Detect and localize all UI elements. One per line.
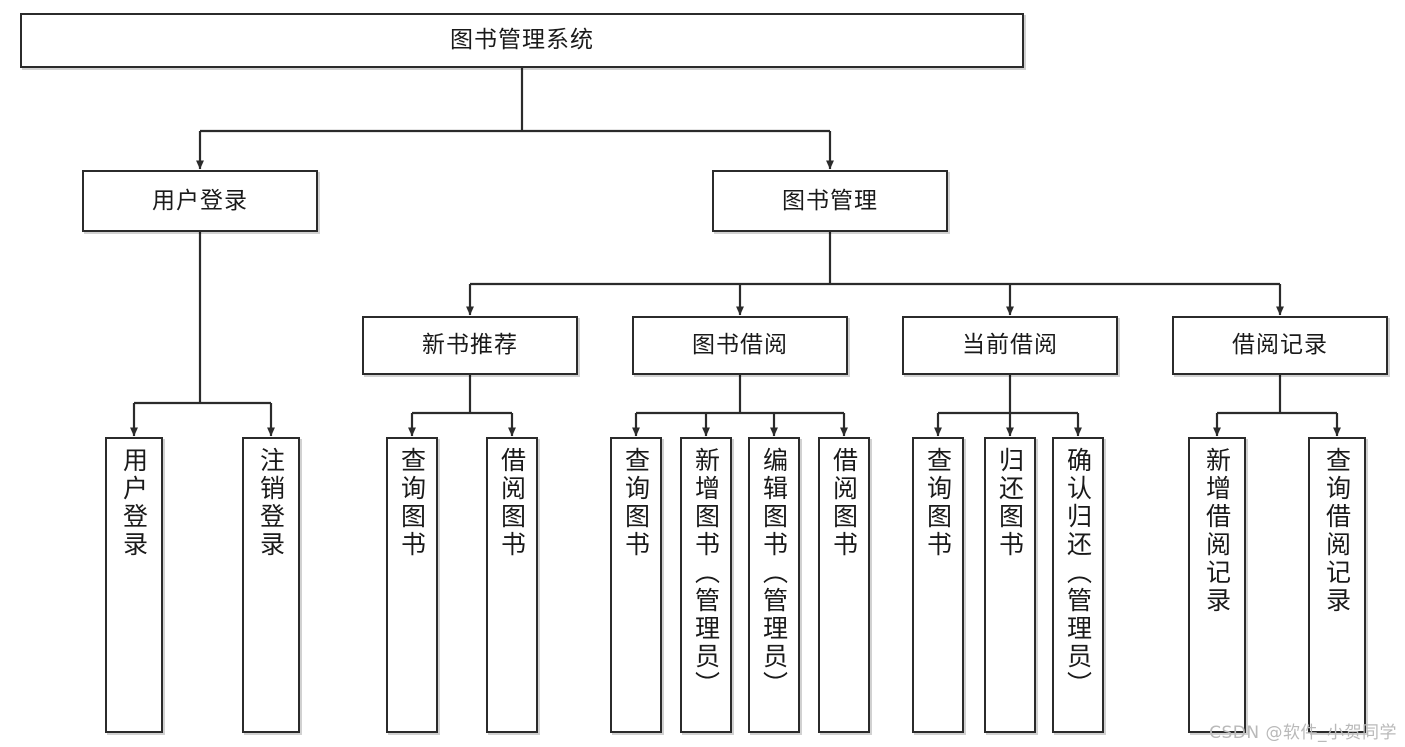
node-leaf-bb-edit[interactable]: 编辑图书（管理员） bbox=[748, 437, 800, 733]
node-label: 查询图书 bbox=[621, 447, 651, 559]
node-leaf-bb-query[interactable]: 查询图书 bbox=[610, 437, 662, 733]
node-leaf-user-login[interactable]: 用户登录 bbox=[105, 437, 163, 733]
node-label: 归还图书 bbox=[995, 447, 1025, 559]
node-borrow-record[interactable]: 借阅记录 bbox=[1172, 316, 1388, 375]
node-label: 图书管理 bbox=[782, 187, 878, 214]
node-label: 用户登录 bbox=[119, 447, 149, 559]
node-new-book-rec[interactable]: 新书推荐 bbox=[362, 316, 578, 375]
node-leaf-user-logout[interactable]: 注销登录 bbox=[242, 437, 300, 733]
node-label: 新增借阅记录 bbox=[1202, 447, 1232, 615]
node-leaf-cb-return[interactable]: 归还图书 bbox=[984, 437, 1036, 733]
node-book-borrow[interactable]: 图书借阅 bbox=[632, 316, 848, 375]
node-user-login[interactable]: 用户登录 bbox=[82, 170, 318, 232]
node-leaf-bb-borrow[interactable]: 借阅图书 bbox=[818, 437, 870, 733]
node-label: 编辑图书（管理员） bbox=[759, 447, 789, 699]
node-label: 借阅图书 bbox=[497, 447, 527, 559]
node-label: 查询图书 bbox=[397, 447, 427, 559]
node-label: 新书推荐 bbox=[422, 332, 518, 359]
node-leaf-cb-confirm[interactable]: 确认归还（管理员） bbox=[1052, 437, 1104, 733]
node-leaf-bb-add[interactable]: 新增图书（管理员） bbox=[680, 437, 732, 733]
node-label: 用户登录 bbox=[152, 187, 248, 214]
node-leaf-br-query[interactable]: 查询借阅记录 bbox=[1308, 437, 1366, 733]
node-label: 图书借阅 bbox=[692, 332, 788, 359]
node-label: 查询图书 bbox=[923, 447, 953, 559]
node-label: 新增图书（管理员） bbox=[691, 447, 721, 699]
node-leaf-rec-borrow[interactable]: 借阅图书 bbox=[486, 437, 538, 733]
node-leaf-cb-query[interactable]: 查询图书 bbox=[912, 437, 964, 733]
node-label: 借阅记录 bbox=[1232, 332, 1328, 359]
node-label: 当前借阅 bbox=[962, 332, 1058, 359]
node-label: 图书管理系统 bbox=[450, 27, 594, 54]
node-current-borrow[interactable]: 当前借阅 bbox=[902, 316, 1118, 375]
node-label: 注销登录 bbox=[256, 447, 286, 559]
node-leaf-br-add[interactable]: 新增借阅记录 bbox=[1188, 437, 1246, 733]
node-label: 借阅图书 bbox=[829, 447, 859, 559]
node-root[interactable]: 图书管理系统 bbox=[20, 13, 1024, 68]
node-label: 查询借阅记录 bbox=[1322, 447, 1352, 615]
node-label: 确认归还（管理员） bbox=[1063, 447, 1093, 699]
node-leaf-rec-query[interactable]: 查询图书 bbox=[386, 437, 438, 733]
node-book-mgmt[interactable]: 图书管理 bbox=[712, 170, 948, 232]
